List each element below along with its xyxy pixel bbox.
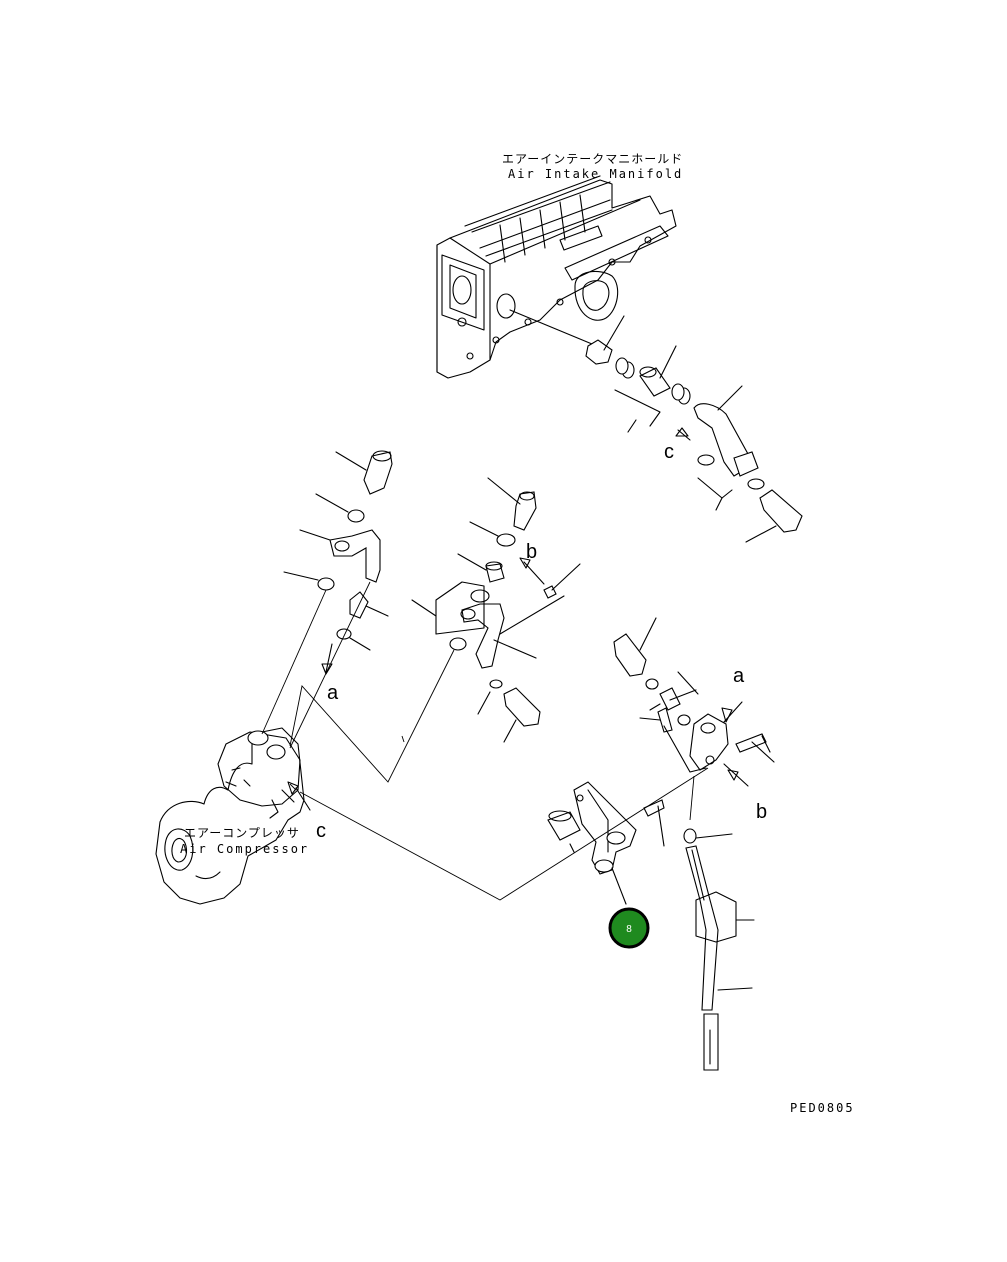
compressor-label-jp: エアーコンプレッサ [184,826,300,840]
labels: エアーインテークマニホールド Air Intake Manifold エアーコン… [180,152,855,1115]
marker-b-mid: b [526,541,537,563]
marker-b-right: b [756,801,767,823]
marker-a-left: a [327,682,339,704]
marker-a-top: a [733,665,745,687]
mounting-bracket [547,781,665,905]
dipstick-tube [683,828,755,1071]
badge-circle[interactable] [608,907,650,949]
manifold-connector-parts [509,309,803,543]
badge-number[interactable]: 8 [626,924,632,935]
callout-badge[interactable]: 8 [608,907,650,949]
air-compressor [155,727,311,905]
middle-pipe-assembly [411,477,581,743]
compressor-label-en: Air Compressor [180,842,309,856]
manifold-label-en: Air Intake Manifold [508,167,683,181]
marker-c-left: c [316,820,326,842]
marker-c-top: c [664,441,674,463]
drawing-code: PED0805 [790,1101,855,1115]
air-intake-manifold [436,175,677,379]
routing-lines [261,581,709,901]
right-fitting-assembly [613,617,775,787]
manifold-label-jp: エアーインテークマニホールド [502,152,683,166]
left-pipe-assembly [283,450,393,675]
